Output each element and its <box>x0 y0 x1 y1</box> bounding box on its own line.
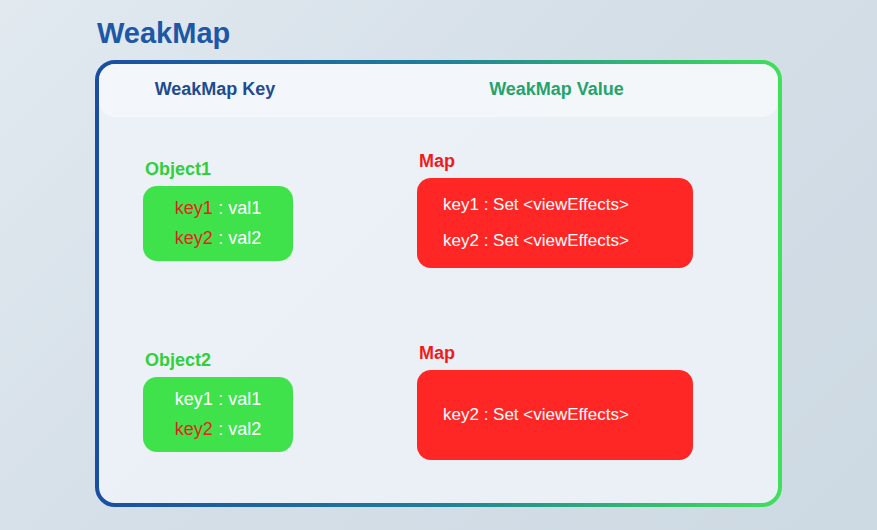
text-row: key1 : Set <viewEffects> <box>443 195 629 215</box>
text-row: key2 : Set <viewEffects> <box>443 405 629 425</box>
object-label: Object1 <box>145 159 211 180</box>
entry-text: : val1 <box>218 198 261 219</box>
text-row: key2: val2 <box>175 419 261 440</box>
entry-text: key1 <box>175 389 213 410</box>
diagram-title: WeakMap <box>97 17 230 50</box>
box-content: key1: val1key2: val2 <box>175 198 261 249</box>
entry-text: key2 : Set <viewEffects> <box>443 405 629 425</box>
box-content: key1 : Set <viewEffects> key2 : Set <view… <box>443 195 629 251</box>
entry-text: : val1 <box>218 389 261 410</box>
entry-text: key1 <box>175 198 213 219</box>
box-content: key1: val1key2: val2 <box>175 389 261 440</box>
text-row: key1: val1 <box>175 198 261 219</box>
map-label: Map <box>419 343 455 364</box>
map-box: Mapkey2 : Set <viewEffects> <box>417 370 693 460</box>
entry-text: key2 : Set <viewEffects> <box>443 231 629 251</box>
entry-text: key2 <box>175 228 213 249</box>
row-divider <box>99 306 778 309</box>
map-label: Map <box>419 151 455 172</box>
object-label: Object2 <box>145 350 211 371</box>
row-divider <box>99 116 778 119</box>
entry-text: : val2 <box>218 228 261 249</box>
box-content: key2 : Set <viewEffects> <box>443 405 629 425</box>
text-row: key2: val2 <box>175 228 261 249</box>
text-row: key2 : Set <viewEffects> <box>443 231 629 251</box>
entry-text: : val2 <box>218 419 261 440</box>
text-row: key1: val1 <box>175 389 261 410</box>
entry-text: key2 <box>175 419 213 440</box>
table-border <box>97 62 780 505</box>
object-box: Object1key1: val1key2: val2 <box>143 186 293 261</box>
column-divider <box>332 64 335 503</box>
entry-text: key1 : Set <viewEffects> <box>443 195 629 215</box>
object-box: Object2key1: val1key2: val2 <box>143 377 293 452</box>
column-header: WeakMap Key <box>97 79 333 100</box>
map-box: Mapkey1 : Set <viewEffects>key2 : Set <v… <box>417 178 693 268</box>
column-header: WeakMap Value <box>333 79 780 100</box>
